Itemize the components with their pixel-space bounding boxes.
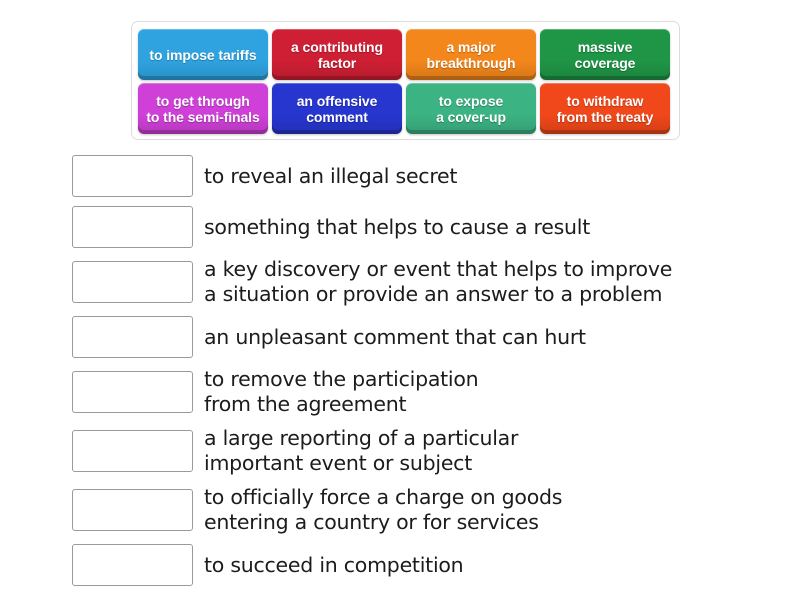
answer-drop-box-5[interactable]	[72, 371, 193, 413]
definition-row: to reveal an illegal secret	[72, 155, 772, 197]
answer-drop-box-7[interactable]	[72, 489, 193, 531]
answer-drop-box-6[interactable]	[72, 430, 193, 472]
definition-row: to officially force a charge on goods en…	[72, 485, 772, 535]
definition-row: something that helps to cause a result	[72, 206, 772, 248]
definition-row: to remove the participation from the agr…	[72, 367, 772, 417]
definition-text: to remove the participation from the agr…	[204, 367, 479, 416]
tile-impose-tariffs[interactable]: to impose tariffs	[138, 29, 268, 80]
definition-text: an unpleasant comment that can hurt	[204, 324, 586, 349]
definition-text: to succeed in competition	[204, 552, 464, 577]
tile-label: to impose tariffs	[149, 46, 257, 63]
definition-text: something that helps to cause a result	[204, 214, 591, 239]
definition-row: a large reporting of a particular import…	[72, 426, 772, 476]
answer-drop-box-1[interactable]	[72, 155, 193, 197]
definition-row: an unpleasant comment that can hurt	[72, 316, 772, 358]
definition-text: to reveal an illegal secret	[204, 163, 458, 188]
answer-drop-box-4[interactable]	[72, 316, 193, 358]
definition-text: to officially force a charge on goods en…	[204, 485, 563, 534]
definition-row: a key discovery or event that helps to i…	[72, 257, 772, 307]
definition-text: a large reporting of a particular import…	[204, 426, 519, 475]
answer-drop-box-8[interactable]	[72, 544, 193, 586]
answer-drop-box-3[interactable]	[72, 261, 193, 303]
definition-list: to reveal an illegal secret something tha…	[72, 155, 772, 595]
answer-drop-box-2[interactable]	[72, 206, 193, 248]
definition-row: to succeed in competition	[72, 544, 772, 586]
definition-text: a key discovery or event that helps to i…	[204, 257, 673, 306]
